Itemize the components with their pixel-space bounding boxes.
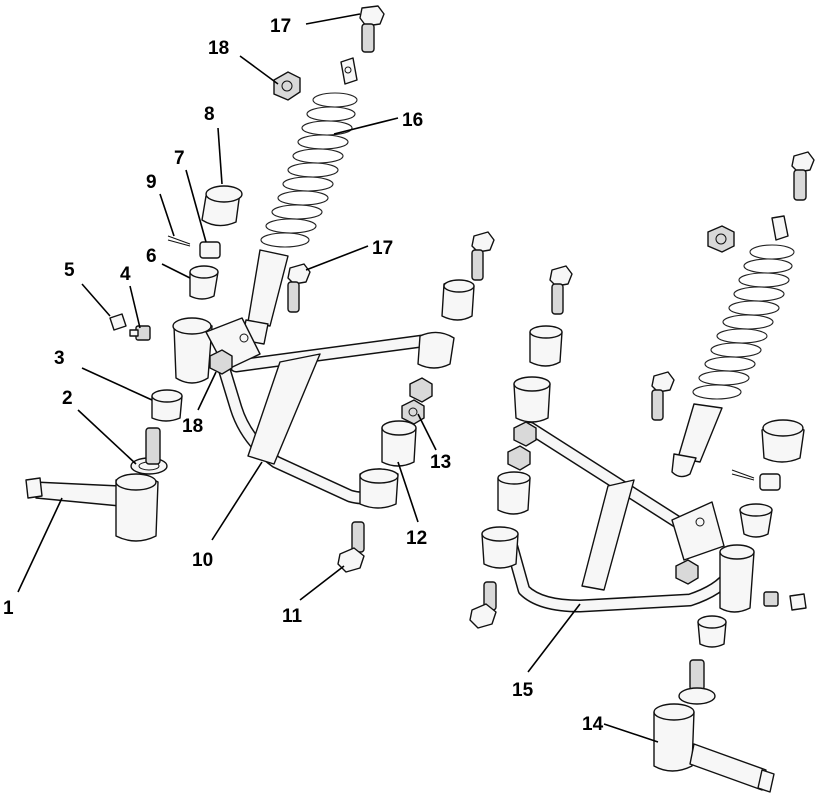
castle-nut-7 xyxy=(199,241,221,259)
callout-2: 2 xyxy=(62,388,73,409)
bolt-17-mid xyxy=(287,263,311,313)
callout-12: 12 xyxy=(406,528,427,549)
bolt-left-arm-rear xyxy=(471,231,495,281)
callout-13: 13 xyxy=(430,452,451,473)
a-arm-15 xyxy=(503,421,755,613)
callout-5: 5 xyxy=(64,260,75,281)
callout-9: 9 xyxy=(146,172,157,193)
callout-8: 8 xyxy=(204,104,215,125)
callout-18-top: 18 xyxy=(208,38,229,59)
callout-10: 10 xyxy=(192,550,213,571)
bolt-17-top xyxy=(359,5,385,53)
bushing-right-sleeve xyxy=(761,419,805,463)
bushing-8 xyxy=(201,185,243,227)
cotter-pin-right xyxy=(731,469,781,491)
grease-fitting-4 xyxy=(129,325,151,341)
callout-15: 15 xyxy=(512,680,534,701)
callout-6: 6 xyxy=(146,246,157,267)
callout-18-arm: 18 xyxy=(182,416,203,437)
bushing-12 xyxy=(381,420,417,467)
spindle-housing-left xyxy=(172,317,213,384)
spindle-knuckle-14 xyxy=(653,659,775,793)
nut-13 xyxy=(401,377,433,425)
nut-right-top xyxy=(707,225,735,253)
callout-4: 4 xyxy=(120,264,131,285)
bolt-right-shock-top xyxy=(791,151,815,201)
callout-14: 14 xyxy=(582,714,604,735)
callout-16: 16 xyxy=(402,110,423,131)
bolt-11 xyxy=(337,521,365,573)
callout-1: 1 xyxy=(3,598,14,619)
bushing-right xyxy=(739,503,773,538)
bolt-right-mid xyxy=(651,371,675,421)
a-arm-10 xyxy=(205,279,475,509)
callout-labels: 1 2 3 4 5 6 7 8 9 10 11 12 13 14 15 16 1… xyxy=(3,16,604,735)
bushing-3 xyxy=(151,389,183,422)
leader-lines xyxy=(17,13,659,743)
spindle-knuckle-1 xyxy=(25,427,161,542)
callout-3: 3 xyxy=(54,348,65,369)
grease-fitting-right xyxy=(763,591,807,611)
shock-absorber-right xyxy=(671,215,795,478)
callout-7: 7 xyxy=(174,148,185,169)
callout-17-top: 17 xyxy=(270,16,291,37)
callout-11: 11 xyxy=(282,606,303,627)
bushing-right-lower xyxy=(697,615,727,648)
cotter-pin-9 xyxy=(167,235,191,247)
cap-5 xyxy=(109,313,127,331)
callout-17-mid: 17 xyxy=(372,238,393,259)
bushing-6 xyxy=(189,265,219,300)
nut-18-arm xyxy=(209,349,233,375)
right-arm-front-hardware xyxy=(469,265,573,629)
shock-absorber-16-left xyxy=(241,57,358,345)
nut-18-top xyxy=(273,71,301,101)
